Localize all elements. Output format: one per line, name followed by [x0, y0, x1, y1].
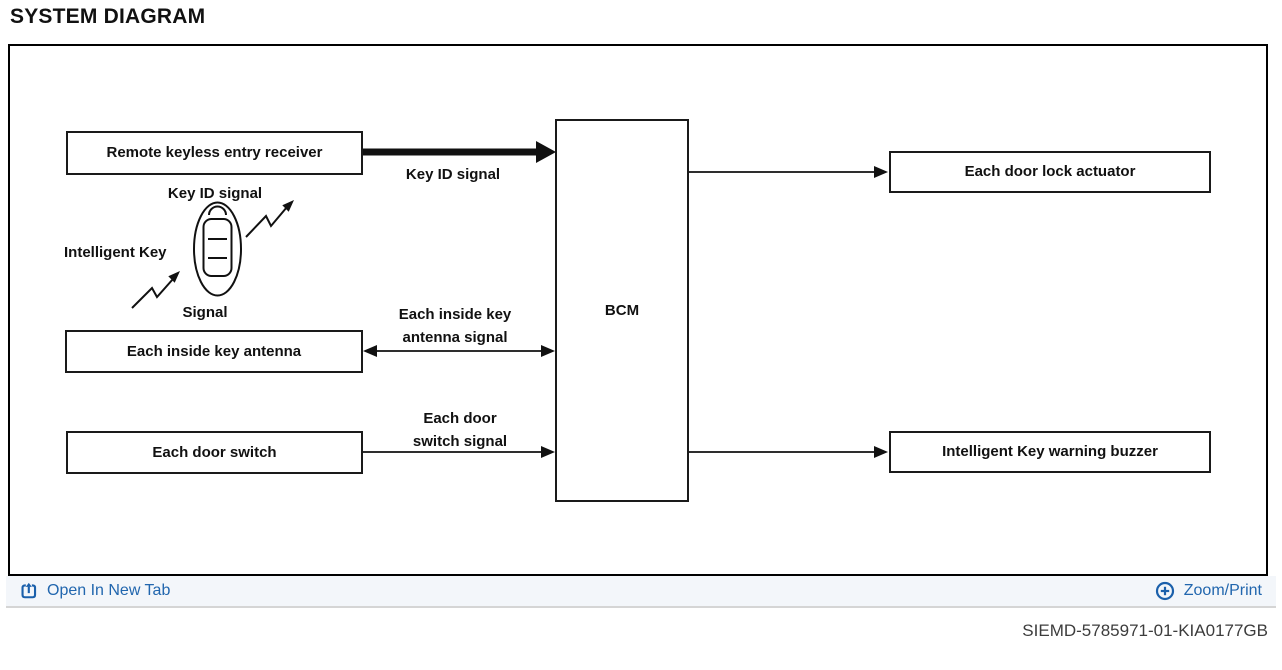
zoom-print-link[interactable]: Zoom/Print — [1155, 581, 1262, 601]
label-line: Each door — [423, 410, 497, 427]
open-in-new-tab-link[interactable]: Open In New Tab — [20, 582, 170, 600]
node-label: BCM — [604, 301, 640, 319]
label-line: Each inside key — [398, 306, 512, 323]
open-in-new-tab-label: Open In New Tab — [47, 582, 171, 599]
node-label: Each door switch — [152, 443, 277, 461]
node-remote-keyless-entry-receiver: Remote keyless entry receiver — [66, 131, 363, 175]
open-in-new-tab-icon — [20, 582, 38, 600]
label-inside-key-antenna-signal: Each inside key antenna signal — [370, 303, 540, 349]
label-signal: Signal — [182, 304, 228, 321]
label-line: antenna signal — [402, 329, 508, 346]
zoom-print-label: Zoom/Print — [1183, 582, 1262, 599]
page-title: SYSTEM DIAGRAM — [10, 5, 206, 28]
node-label: Intelligent Key warning buzzer — [942, 443, 1158, 460]
label-door-switch-signal: Each door switch signal — [375, 407, 545, 453]
document-id: SIEMD-5785971-01-KIA0177GB — [1022, 621, 1268, 640]
label-intelligent-key: Intelligent Key — [64, 244, 167, 261]
node-label: Each door lock actuator — [964, 163, 1136, 180]
node-label: Remote keyless entry receiver — [106, 144, 323, 161]
node-intelligent-key-warning-buzzer: Intelligent Key warning buzzer — [889, 431, 1211, 473]
diagram-toolbar: Open In New Tab Zoom/Print — [6, 576, 1276, 608]
node-label: Each inside key antenna — [126, 342, 302, 360]
circle-plus-icon — [1155, 581, 1175, 601]
node-each-door-switch: Each door switch — [66, 431, 363, 474]
label-key-id-signal-fob: Key ID signal — [167, 185, 263, 202]
label-key-id-signal-arrow: Key ID signal — [405, 166, 501, 183]
node-each-inside-key-antenna: Each inside key antenna — [65, 330, 363, 373]
label-line: switch signal — [412, 433, 508, 450]
node-each-door-lock-actuator: Each door lock actuator — [889, 151, 1211, 193]
node-bcm: BCM — [555, 119, 689, 502]
